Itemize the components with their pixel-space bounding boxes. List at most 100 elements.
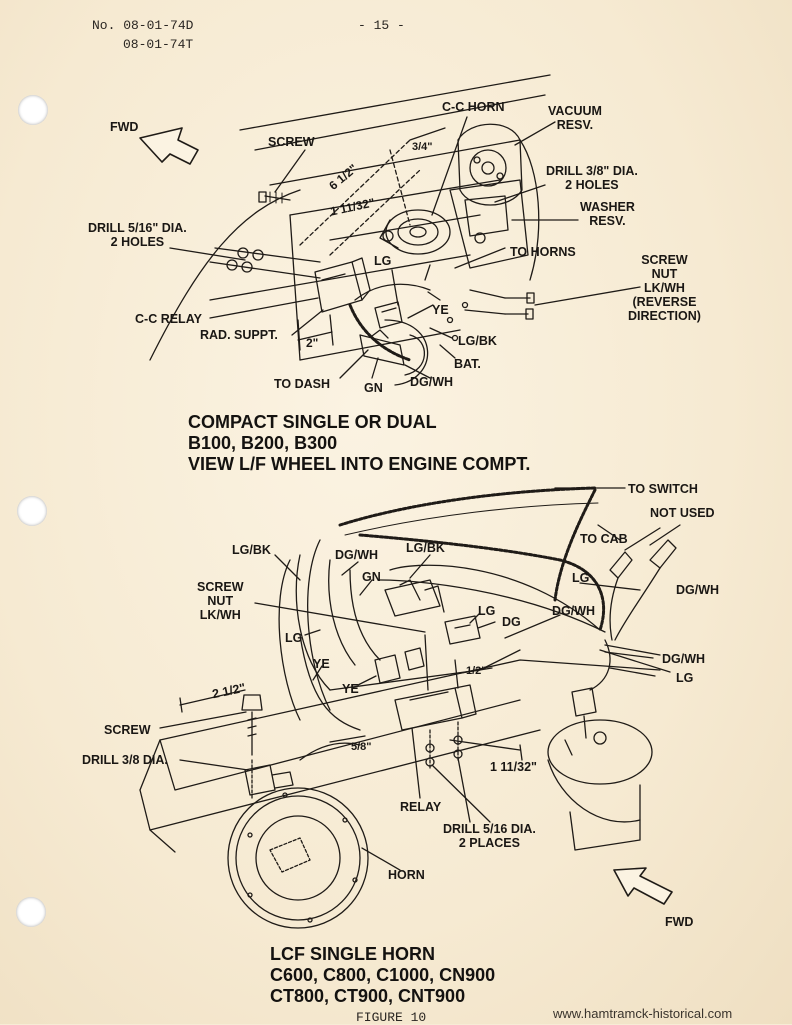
dim-5-8-label: 5/8" bbox=[351, 741, 372, 753]
nut-icon bbox=[238, 248, 248, 258]
top-caption-line-2: B100, B200, B300 bbox=[188, 433, 338, 453]
dim-2-1-2-line bbox=[180, 690, 245, 705]
rad-suppt-label: RAD. SUPPT. bbox=[200, 328, 278, 342]
frame-rail bbox=[140, 790, 175, 852]
connector-not-used bbox=[610, 552, 632, 578]
bottom-lg-left-label: LG bbox=[285, 631, 303, 645]
bottom-dg-label: DG bbox=[502, 615, 521, 629]
bottom-lg-lower-right-label: LG bbox=[676, 671, 694, 685]
body-panel-line bbox=[150, 190, 300, 360]
top-caption-line-3: VIEW L/F WHEEL INTO ENGINE COMPT. bbox=[188, 454, 531, 474]
screw-nut-line-3: LK/WH bbox=[643, 281, 685, 295]
vacuum-resv-line-1: VACUUM bbox=[548, 104, 602, 118]
bottom-dg-wh-1-label: DG/WH bbox=[335, 548, 379, 562]
connector-block bbox=[385, 580, 440, 616]
frame-rail bbox=[140, 660, 660, 790]
relay-label: RELAY bbox=[400, 800, 442, 814]
screw-nut-line-1: SCREW bbox=[641, 253, 688, 267]
bottom-dim-1-11-32-label: 1 11/32" bbox=[490, 760, 537, 774]
washer-icon bbox=[253, 250, 263, 260]
wire-dg-wh bbox=[329, 560, 355, 665]
body-panel-line bbox=[240, 75, 550, 130]
top-caption-line-1: COMPACT SINGLE OR DUAL bbox=[188, 412, 437, 432]
right-horn bbox=[548, 720, 652, 784]
bottom-screw-nut-line-3: LK/WH bbox=[199, 608, 241, 622]
wire-harness bbox=[355, 284, 430, 300]
bottom-screw-label: SCREW bbox=[104, 723, 151, 737]
top-lg-bk-label: LG/BK bbox=[458, 334, 497, 348]
bottom-dg-wh-center-label: DG/WH bbox=[552, 604, 596, 618]
screw-nut-line-5: DIRECTION) bbox=[628, 309, 701, 323]
screw-nut-reverse-label: SCREW NUT LK/WH (REVERSE DIRECTION) bbox=[628, 253, 701, 323]
washer-reservoir bbox=[450, 180, 528, 268]
vacuum-reservoir-cap bbox=[470, 150, 506, 186]
bottom-ye-1-label: YE bbox=[313, 657, 330, 671]
bat-label: BAT. bbox=[454, 357, 481, 371]
dim-5-8-line bbox=[330, 736, 365, 742]
wire-loop bbox=[385, 320, 428, 385]
connector-lg-dg bbox=[445, 616, 480, 644]
horn-bracket bbox=[245, 765, 275, 795]
cc-relay bbox=[315, 262, 362, 312]
top-screw-icon bbox=[265, 196, 290, 200]
top-fwd-arrow-icon bbox=[140, 128, 198, 164]
bottom-lg-right-top-label: LG bbox=[572, 571, 590, 585]
wire-gn bbox=[372, 358, 378, 378]
screw-nut-line-4: (REVERSE bbox=[632, 295, 697, 309]
top-lg-label: LG bbox=[374, 254, 392, 268]
top-screw-label: SCREW bbox=[268, 135, 315, 149]
drill-5-16-bottom-line-2: 2 PLACES bbox=[458, 836, 520, 850]
doc-number-secondary: 08-01-74T bbox=[123, 37, 194, 52]
washer-resv-line-2: RESV. bbox=[589, 214, 626, 228]
drill-5-16-label: DRILL 5/16" DIA. 2 HOLES bbox=[88, 221, 187, 249]
drill-3-8-label: DRILL 3/8" DIA. 2 HOLES bbox=[546, 164, 638, 192]
body-panel-line bbox=[290, 215, 300, 360]
to-horns-label: TO HORNS bbox=[510, 245, 576, 259]
horn-label: HORN bbox=[388, 868, 425, 882]
drill-3-8-line-1: DRILL 3/8" DIA. bbox=[546, 164, 638, 178]
to-dash-label: TO DASH bbox=[274, 377, 331, 391]
bottom-wiring-diagram bbox=[140, 488, 680, 928]
not-used-label: NOT USED bbox=[650, 506, 715, 520]
wire-dg-wh bbox=[405, 365, 430, 378]
connector-ye bbox=[375, 655, 400, 683]
connector-not-used bbox=[650, 540, 676, 568]
drill-5-16-bottom-label: DRILL 5/16 DIA. 2 PLACES bbox=[443, 822, 536, 850]
binder-hole-middle bbox=[17, 496, 47, 526]
vacuum-reservoir bbox=[458, 124, 522, 205]
wire-gn bbox=[350, 570, 380, 660]
bottom-caption-line-3: CT800, CT900, CNT900 bbox=[270, 986, 466, 1006]
bottom-lg-bk-mid-label: LG/BK bbox=[406, 541, 445, 555]
drill-5-16-bottom-line-1: DRILL 5/16 DIA. bbox=[443, 822, 536, 836]
body-panel-line bbox=[330, 215, 480, 240]
bottom-fwd-label: FWD bbox=[665, 915, 694, 929]
bottom-lg-mid-label: LG bbox=[478, 604, 496, 618]
top-fwd-label: FWD bbox=[110, 120, 139, 134]
drill-3-8-bottom-label: DRILL 3/8 DIA. bbox=[82, 753, 168, 767]
body-panel-line bbox=[210, 255, 470, 300]
bottom-fwd-arrow-icon bbox=[614, 868, 672, 904]
wire-lg-bk bbox=[296, 555, 330, 690]
to-cab-label: TO CAB bbox=[580, 532, 628, 546]
vacuum-resv-label: VACUUM RESV. bbox=[548, 104, 602, 132]
body-panel-line bbox=[270, 140, 520, 185]
page-number: - 15 - bbox=[358, 18, 405, 33]
bottom-gn-label: GN bbox=[362, 570, 381, 584]
screw-nut-line-2: NUT bbox=[651, 267, 678, 281]
dim-1-2-line bbox=[455, 668, 492, 674]
bottom-dg-wh-lower-label: DG/WH bbox=[662, 652, 706, 666]
washer-resv-line-1: WASHER bbox=[580, 200, 635, 214]
dim-3-4-label: 3/4" bbox=[412, 141, 433, 153]
bottom-ye-2-label: YE bbox=[342, 682, 359, 696]
dim-1-11-32-line bbox=[330, 170, 420, 255]
dim-2-label: 2" bbox=[306, 336, 319, 350]
drill-5-16-line-1: DRILL 5/16" DIA. bbox=[88, 221, 187, 235]
wire-lg bbox=[425, 265, 440, 300]
vacuum-resv-line-2: RESV. bbox=[556, 118, 594, 132]
watermark: www.hamtramck-historical.com bbox=[553, 1006, 733, 1021]
binder-hole-bottom bbox=[16, 897, 46, 927]
top-gn-label: GN bbox=[364, 381, 383, 395]
wire-to-dash bbox=[360, 335, 404, 365]
body-panel-line bbox=[290, 180, 500, 215]
